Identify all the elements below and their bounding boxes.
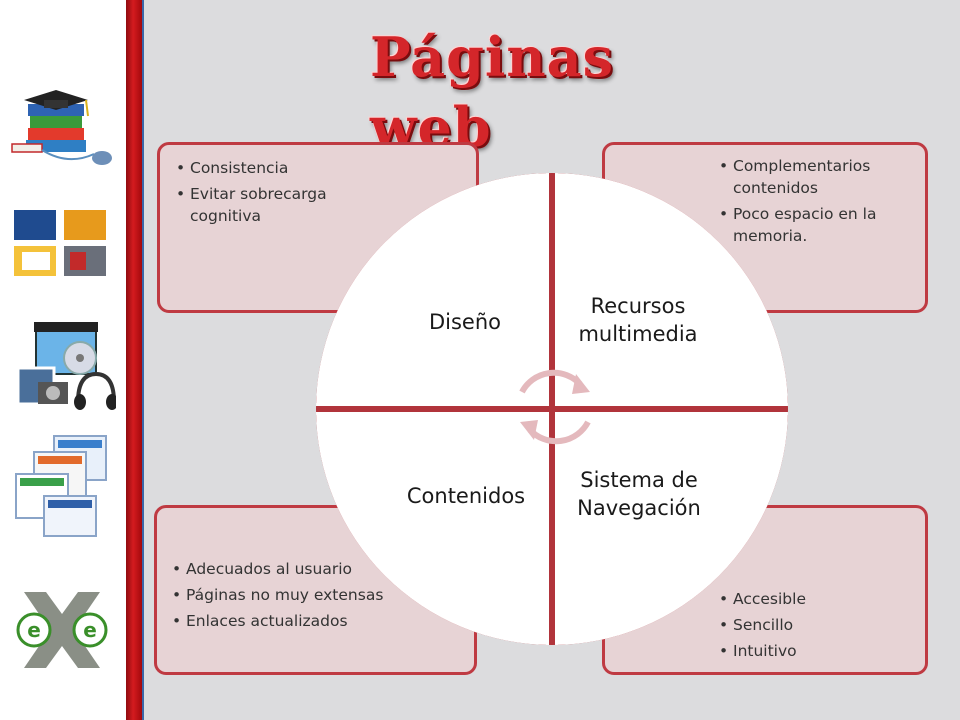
bullet-item: Enlaces actualizados bbox=[172, 610, 386, 632]
bullet-item: Evitar sobrecarga cognitiva bbox=[176, 183, 360, 227]
label-recursos-multimedia: Recursos multimedia bbox=[578, 294, 698, 346]
bullet-item: Complementarios contenidos bbox=[719, 155, 929, 199]
label-sistema-navegacion: Sistema de Navegación bbox=[577, 468, 701, 520]
svg-text:e: e bbox=[83, 618, 97, 642]
bullets-sistema-navegacion: Accesible Sencillo Intuitivo bbox=[717, 588, 913, 666]
red-divider-bar bbox=[126, 0, 142, 720]
cycle-arrows-icon bbox=[519, 369, 591, 445]
multimedia-icon bbox=[16, 322, 116, 410]
graduation-books-icon bbox=[11, 90, 112, 165]
bullets-recursos-multimedia: Complementarios contenidos Poco espacio … bbox=[717, 155, 929, 251]
bullets-diseno: Consistencia Evitar sobrecarga cognitiva bbox=[174, 157, 360, 231]
label-contenidos: Contenidos bbox=[406, 484, 526, 508]
bullet-item: Páginas no muy extensas bbox=[172, 584, 386, 606]
bullet-item: Adecuados al usuario bbox=[172, 558, 386, 580]
web-thumbnails-icon bbox=[14, 210, 106, 276]
exe-logo-icon: e e bbox=[16, 592, 108, 668]
bullet-item: Poco espacio en la memoria. bbox=[719, 203, 929, 247]
page-title: Páginas web bbox=[370, 25, 615, 159]
bullet-item: Consistencia bbox=[176, 157, 360, 179]
bullet-item: Intuitivo bbox=[719, 640, 913, 662]
web-pages-icon bbox=[15, 435, 107, 537]
svg-text:e: e bbox=[27, 618, 41, 642]
bullets-contenidos: Adecuados al usuario Páginas no muy exte… bbox=[170, 558, 386, 636]
bullet-item: Sencillo bbox=[719, 614, 913, 636]
left-sidebar: e e bbox=[0, 0, 126, 720]
label-diseno: Diseño bbox=[428, 310, 502, 334]
bullet-item: Accesible bbox=[719, 588, 913, 610]
